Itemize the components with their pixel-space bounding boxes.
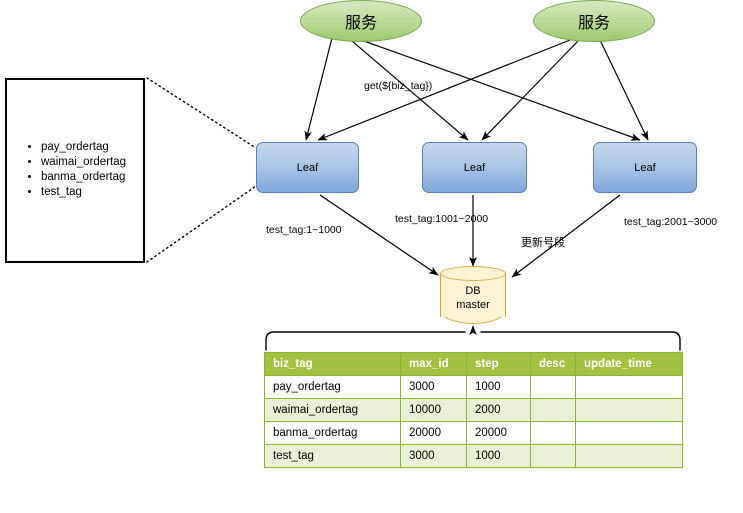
db-label-line1: DB <box>465 285 481 297</box>
cell-step: 1000 <box>466 444 531 468</box>
leaf-node-1[interactable]: Leaf <box>256 142 359 193</box>
edge-label-leaf2-range: test_tag:1001~2000 <box>395 213 489 225</box>
cell-biz-tag: banma_ordertag <box>264 421 401 445</box>
cell-desc <box>530 444 576 468</box>
leaf-node-1-label: Leaf <box>296 161 319 174</box>
cell-update-time <box>575 444 683 468</box>
cell-desc <box>530 421 576 445</box>
leaf-node-3[interactable]: Leaf <box>593 142 697 193</box>
edge-label-update-segment: 更新号段 <box>521 237 565 249</box>
cell-step: 20000 <box>466 421 531 445</box>
biz-tag-callout-box: pay_ordertag waimai_ordertag banma_order… <box>5 78 145 263</box>
cell-max-id: 20000 <box>400 421 467 445</box>
biz-tag-list: pay_ordertag waimai_ordertag banma_order… <box>7 140 126 200</box>
cell-update-time <box>575 375 683 399</box>
cell-max-id: 3000 <box>400 444 467 468</box>
leaf-node-2[interactable]: Leaf <box>422 142 527 193</box>
edge-label-leaf3-range: test_tag:2001~3000 <box>624 216 718 228</box>
service-node-1[interactable]: 服务 <box>300 0 422 42</box>
col-header-biz-tag: biz_tag <box>264 352 401 376</box>
list-item: waimai_ordertag <box>41 155 126 170</box>
edge-label-leaf1-range: test_tag:1~1000 <box>266 224 342 236</box>
leaf-node-2-label: Leaf <box>463 161 486 174</box>
cell-update-time <box>575 421 683 445</box>
db-cylinder-top <box>440 266 506 281</box>
cell-biz-tag: pay_ordertag <box>264 375 401 399</box>
cell-desc <box>530 375 576 399</box>
table-row: pay_ordertag 3000 1000 <box>264 375 683 399</box>
service-node-2[interactable]: 服务 <box>533 0 655 42</box>
col-header-max-id: max_id <box>400 352 467 376</box>
cell-update-time <box>575 398 683 422</box>
cell-step: 1000 <box>466 375 531 399</box>
leaf-node-3-label: Leaf <box>634 161 656 174</box>
table-row: test_tag 3000 1000 <box>264 444 683 468</box>
cell-desc <box>530 398 576 422</box>
table-header-row: biz_tag max_id step desc update_time <box>264 352 683 376</box>
cell-biz-tag: waimai_ordertag <box>264 398 401 422</box>
list-item: test_tag <box>41 185 126 200</box>
table-row: waimai_ordertag 10000 2000 <box>264 398 683 422</box>
db-label-line2: master <box>456 299 490 311</box>
col-header-desc: desc <box>530 352 576 376</box>
col-header-step: step <box>466 352 531 376</box>
table-row: banma_ordertag 20000 20000 <box>264 421 683 445</box>
service-node-1-label: 服务 <box>344 15 377 32</box>
cell-biz-tag: test_tag <box>264 444 401 468</box>
leaf-alloc-table: biz_tag max_id step desc update_time pay… <box>264 352 683 468</box>
cell-step: 2000 <box>466 398 531 422</box>
edge-label-request: get(${biz_tag}) <box>364 80 433 92</box>
service-node-2-label: 服务 <box>577 15 610 32</box>
cell-max-id: 10000 <box>400 398 467 422</box>
db-master-label: DB master <box>440 284 506 312</box>
list-item: banma_ordertag <box>41 170 126 185</box>
db-master-node[interactable]: DB master <box>440 266 506 324</box>
leaf-alloc-table-wrap: biz_tag max_id step desc update_time pay… <box>264 352 683 468</box>
list-item: pay_ordertag <box>41 140 126 155</box>
cell-max-id: 3000 <box>400 375 467 399</box>
col-header-update-time: update_time <box>575 352 683 376</box>
